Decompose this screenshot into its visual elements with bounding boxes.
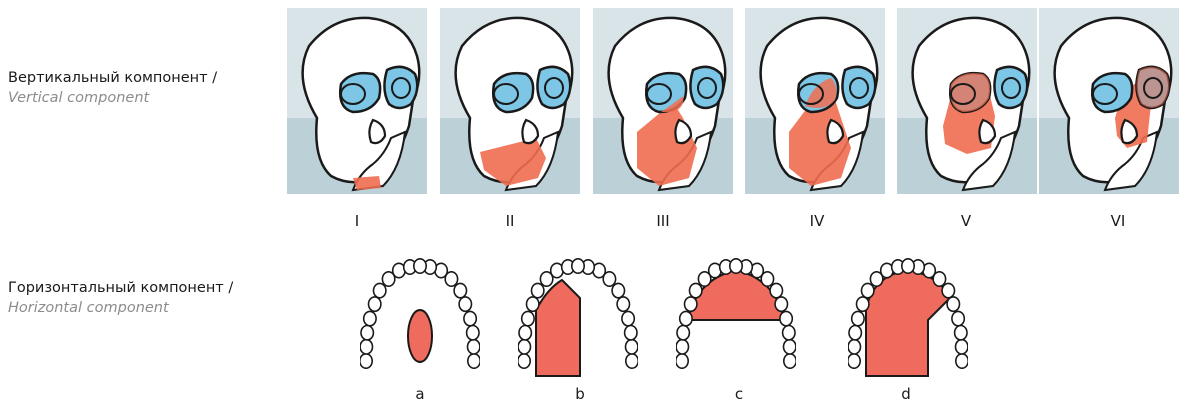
numeral-ii: II [480,212,540,230]
skull-class-1 [287,8,427,194]
letter-c: c [719,385,759,403]
numeral-i: I [327,212,387,230]
horizontal-component-label: Горизонтальный компонент / Horizontal co… [8,278,238,318]
horizontal-label-ru: Горизонтальный компонент / [8,280,233,296]
skull-class-5 [897,8,1037,194]
arch-diagram-d [848,258,968,380]
skull-class-4 [745,8,885,194]
numeral-vi: VI [1088,212,1148,230]
arch-diagram-b [518,258,638,380]
skull-class-2 [440,8,580,194]
vertical-component-label: Вертикальный компонент / Vertical compon… [8,68,278,108]
arch-diagram-a [360,258,480,380]
numeral-v: V [936,212,996,230]
skull-class-3 [593,8,733,194]
arch-diagram-c [676,258,796,380]
vertical-label-ru: Вертикальный компонент / [8,70,217,86]
horizontal-label-en: Horizontal component [8,300,169,316]
numeral-iv: IV [787,212,847,230]
letter-a: a [400,385,440,403]
vertical-label-en: Vertical component [8,90,149,106]
letter-d: d [886,385,926,403]
numeral-iii: III [633,212,693,230]
skull-class-6 [1039,8,1179,194]
letter-b: b [560,385,600,403]
